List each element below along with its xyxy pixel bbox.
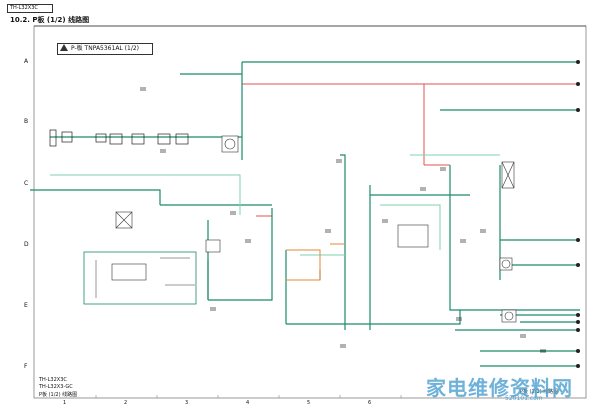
- board-note-box: P-板 TNPA5361AL (1/2): [57, 43, 153, 55]
- model-box: TH-L32X3C: [7, 4, 53, 13]
- row-label-f: F: [24, 363, 28, 370]
- footer-model-1: TH-L32X3C: [39, 377, 67, 383]
- red-traces: [242, 83, 580, 217]
- board-note-text: P-板 TNPA5361AL (1/2): [71, 45, 140, 52]
- watermark-text: 家电维修资料网: [426, 376, 573, 400]
- row-label-d: D: [24, 241, 29, 248]
- col-label-5: 5: [307, 400, 311, 406]
- row-label-e: E: [24, 302, 28, 309]
- col-label-1: 1: [63, 400, 67, 406]
- page-caption: P板 (1/2) 线路图: [520, 389, 559, 395]
- pale-traces: [50, 154, 500, 256]
- connector-terminals: [576, 60, 580, 368]
- pfc-block: [83, 251, 197, 305]
- col-label-4: 4: [246, 400, 250, 406]
- components: [49, 87, 546, 353]
- watermark-url: 520101.com: [505, 395, 543, 402]
- row-label-a: A: [24, 58, 29, 65]
- page-title: 10.2. P板 (1/2) 线路图: [10, 16, 90, 24]
- col-label-6: 6: [368, 400, 372, 406]
- footer-model-2: TH-L32X3-GC: [39, 384, 73, 390]
- orange-traces: [286, 243, 345, 281]
- row-label-b: B: [24, 118, 29, 125]
- row-label-c: C: [24, 180, 29, 187]
- col-label-2: 2: [124, 400, 128, 406]
- col-label-3: 3: [185, 400, 189, 406]
- warning-icon: [60, 44, 68, 51]
- green-traces: [30, 61, 580, 367]
- ic-symbols: [115, 135, 517, 323]
- footer-caption: P板 (1/2) 线路图: [39, 392, 78, 398]
